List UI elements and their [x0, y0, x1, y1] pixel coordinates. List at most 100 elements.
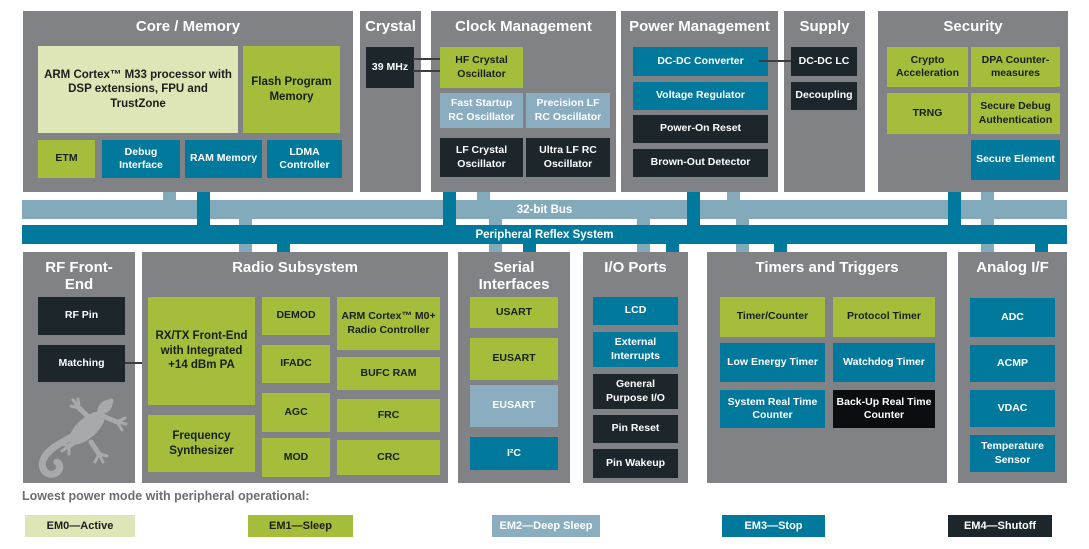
section-clock-management: Clock Management HF Crystal Oscillator F… — [431, 11, 616, 192]
section-title-clock-management: Clock Management — [455, 18, 592, 35]
block-adc: ADC — [970, 298, 1055, 337]
block-i2c: I²C — [470, 437, 558, 470]
block-external-interrupts: External Interrupts — [593, 332, 678, 367]
bus-stub-io-teal — [666, 244, 679, 252]
bus-stub-power-light — [727, 192, 740, 201]
block-dpa-countermeasures: DPA Counter-measures — [971, 47, 1060, 87]
gecko-logo — [38, 397, 128, 478]
section-title-core-memory: Core / Memory — [135, 18, 241, 35]
block-arm-cortex-m33: ARM Cortex™ M33 processor with DSP exten… — [38, 46, 238, 133]
block-ldma-controller: LDMA Controller — [267, 140, 342, 178]
block-bufc-ram: BUFC RAM — [337, 357, 440, 390]
section-timers-triggers: Timers and Triggers Timer/Counter Protoc… — [707, 252, 947, 483]
block-usart: USART — [470, 297, 558, 328]
block-dcdc-converter: DC-DC Converter — [633, 47, 768, 76]
legend-em0-active: EM0—Active — [25, 515, 135, 537]
bus-stub-clock-light — [477, 192, 490, 201]
block-power-on-reset: Power-On Reset — [633, 115, 768, 143]
block-secure-debug-authentication: Secure Debug Authentication — [971, 93, 1060, 134]
block-flash-program-memory: Flash Program Memory — [243, 46, 340, 133]
block-eusart-em1: EUSART — [470, 338, 558, 380]
block-ram-memory: RAM Memory — [185, 140, 262, 178]
block-crypto-acceleration: Crypto Acceleration — [887, 47, 968, 87]
section-title-supply: Supply — [799, 18, 850, 35]
block-trng: TRNG — [887, 93, 968, 134]
block-matching: Matching — [38, 345, 125, 382]
bus-prs-label: Peripheral Reflex System — [475, 228, 614, 241]
block-system-real-time-counter: System Real Time Counter — [720, 390, 825, 428]
bus-stub-serial-teal — [523, 244, 536, 252]
legend-em1-sleep: EM1—Sleep — [248, 515, 353, 537]
bus-stub-radio-teal — [277, 244, 290, 252]
section-title-security: Security — [943, 18, 1003, 35]
block-secure-element: Secure Element — [971, 140, 1060, 180]
block-frc: FRC — [337, 399, 440, 432]
section-title-rf-front-end: RF Front-End — [45, 259, 113, 294]
block-decoupling: Decoupling — [791, 82, 857, 110]
block-etm: ETM — [38, 140, 95, 178]
block-ifadc: IFADC — [262, 345, 330, 383]
section-security: Security Crypto Acceleration DPA Counter… — [878, 11, 1068, 192]
connector-line-crystal-top — [413, 58, 440, 60]
section-radio-subsystem: Radio Subsystem RX/TX Front-End with Int… — [142, 252, 448, 483]
bus-stub-security-teal — [948, 192, 961, 225]
block-vdac: VDAC — [970, 390, 1055, 427]
block-demod: DEMOD — [262, 297, 330, 335]
block-agc: AGC — [262, 393, 330, 432]
bus-32bit: 32-bit Bus — [22, 200, 1067, 219]
connector-line-crystal-bottom — [413, 70, 440, 72]
section-title-timers-triggers: Timers and Triggers — [755, 259, 899, 276]
block-eusart-em2: EUSART — [470, 385, 558, 427]
bus-stub-power-teal — [687, 192, 700, 225]
connector-line-dcdc-lc — [759, 60, 791, 62]
block-watchdog-timer: Watchdog Timer — [833, 343, 935, 382]
block-mod: MOD — [262, 438, 330, 477]
block-frequency-synthesizer: Frequency Synthesizer — [148, 415, 255, 472]
block-rf-pin: RF Pin — [38, 297, 125, 335]
bus-stub-timers-teal — [774, 244, 787, 252]
section-title-analog-if: Analog I/F — [976, 259, 1049, 276]
section-rf-front-end: RF Front-End RF Pin Matching — [23, 252, 135, 483]
section-title-io-ports: I/O Ports — [604, 259, 667, 276]
block-backup-real-time-counter: Back-Up Real Time Counter — [833, 390, 935, 428]
block-protocol-timer: Protocol Timer — [833, 297, 935, 337]
block-39mhz-crystal: 39 MHz — [366, 47, 414, 88]
legend-em3-stop: EM3—Stop — [722, 515, 825, 537]
block-dcdc-lc: DC-DC LC — [791, 47, 857, 76]
block-hf-crystal-oscillator: HF Crystal Oscillator — [440, 47, 523, 88]
bus-stub-analog-teal — [1035, 244, 1048, 252]
block-general-purpose-io: General Purpose I/O — [593, 374, 678, 409]
block-pin-wakeup: Pin Wakeup — [593, 449, 678, 478]
block-lf-crystal-oscillator: LF Crystal Oscillator — [440, 138, 523, 177]
block-temperature-sensor: Temperature Sensor — [970, 435, 1055, 472]
bus-stub-core-light — [163, 192, 176, 201]
bus-stub-clock-teal — [443, 192, 456, 225]
block-voltage-regulator: Voltage Regulator — [633, 82, 768, 110]
bus-32bit-label: 32-bit Bus — [516, 203, 573, 216]
block-pin-reset: Pin Reset — [593, 415, 678, 443]
section-title-power-management: Power Management — [629, 18, 770, 35]
block-precision-lf-rc-oscillator: Precision LF RC Oscillator — [526, 93, 610, 128]
section-title-crystal: Crystal — [365, 18, 416, 35]
block-crc: CRC — [337, 440, 440, 475]
block-arm-cortex-m0-radio-controller: ARM Cortex™ M0+ Radio Controller — [337, 297, 440, 350]
section-serial-interfaces: Serial Interfaces USART EUSART EUSART I²… — [458, 252, 570, 483]
section-crystal: Crystal 39 MHz — [360, 11, 421, 192]
bus-peripheral-reflex-system: Peripheral Reflex System — [22, 225, 1067, 244]
connector-line-matching-rxtx — [125, 362, 148, 364]
section-power-management: Power Management DC-DC Converter Voltage… — [621, 11, 778, 192]
block-debug-interface: Debug Interface — [102, 140, 180, 178]
section-analog-if: Analog I/F ADC ACMP VDAC Temperature Sen… — [958, 252, 1067, 483]
block-ultra-lf-rc-oscillator: Ultra LF RC Oscillator — [526, 138, 610, 177]
section-title-radio-subsystem: Radio Subsystem — [232, 259, 358, 276]
section-title-serial-interfaces: Serial Interfaces — [478, 259, 550, 294]
block-timer-counter: Timer/Counter — [720, 297, 825, 337]
section-io-ports: I/O Ports LCD External Interrupts Genera… — [583, 252, 688, 483]
legend-em4-shutoff: EM4—Shutoff — [948, 515, 1052, 537]
block-brown-out-detector: Brown-Out Detector — [633, 149, 768, 177]
block-fast-startup-rc-oscillator: Fast Startup RC Oscillator — [440, 93, 523, 128]
block-rxtx-front-end: RX/TX Front-End with Integrated +14 dBm … — [148, 297, 255, 405]
block-low-energy-timer: Low Energy Timer — [720, 343, 825, 382]
section-core-memory: Core / Memory ARM Cortex™ M33 processor … — [23, 11, 353, 192]
